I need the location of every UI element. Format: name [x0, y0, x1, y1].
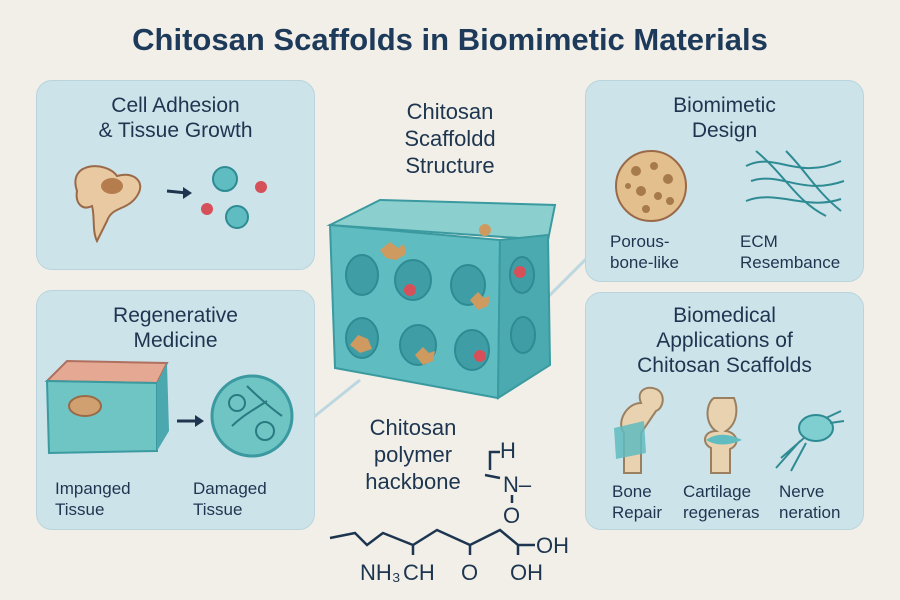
panel-title: Biomimetic Design — [586, 93, 863, 143]
label-line: Repair — [612, 503, 663, 522]
title-line: & Tissue Growth — [98, 119, 253, 142]
title-line: Chitosan Scaffolds — [637, 354, 812, 377]
polymer-backbone-heading: Chitosan polymer hackbone — [348, 414, 478, 495]
chem-n: N– — [503, 472, 532, 497]
label-line: Tissue — [55, 500, 105, 519]
damaged-tissue-label: Damaged Tissue — [193, 478, 267, 520]
heading-line: polymer — [373, 442, 453, 467]
title-line: Biomedical — [673, 304, 776, 327]
heading-line: Scaffoldd — [404, 126, 496, 151]
panel-biomimetic-design: Biomimetic Design Porous- bone-like ECM … — [585, 80, 864, 282]
label-line: bone-like — [610, 253, 679, 272]
label-line: ECM — [740, 232, 778, 251]
panel-regenerative-medicine: Regenerative Medicine Impanged Tissue Da… — [36, 290, 315, 530]
ecm-resemblance-label: ECM Resembance — [740, 231, 840, 273]
chem-o2: O — [461, 560, 478, 585]
chem-h: H — [500, 438, 516, 463]
panel-title: Biomedical Applications of Chitosan Scaf… — [586, 303, 863, 378]
scaffold-structure-heading: Chitosan Scaffoldd Structure — [350, 98, 550, 179]
label-line: Porous- — [610, 232, 670, 251]
title-line: Biomimetic — [673, 94, 776, 117]
label-line: neration — [779, 503, 841, 522]
title-line: Medicine — [133, 329, 218, 352]
chem-oh1: OH — [536, 533, 569, 558]
panel-cell-adhesion: Cell Adhesion & Tissue Growth — [36, 80, 315, 270]
panel-title: Regenerative Medicine — [37, 303, 314, 353]
page-title: Chitosan Scaffolds in Biomimetic Materia… — [132, 22, 768, 57]
impanged-tissue-label: Impanged Tissue — [55, 478, 131, 520]
title-line: Regenerative — [113, 304, 238, 327]
title-line: Cell Adhesion — [111, 94, 240, 117]
heading-line: Chitosan — [406, 99, 494, 124]
heading-line: hackbone — [365, 469, 461, 494]
porous-bone-label: Porous- bone-like — [610, 231, 679, 273]
label-line: Tissue — [193, 500, 243, 519]
tissue-illustration — [44, 359, 294, 458]
label-line: regeneras — [683, 503, 760, 522]
chem-nh3: NH₃ — [360, 560, 401, 585]
label-line: Damaged — [193, 479, 267, 498]
label-line: Bone — [612, 482, 652, 501]
heading-line: Chitosan — [369, 415, 457, 440]
heading-line: Structure — [405, 153, 495, 178]
label-line: Cartilage — [683, 482, 752, 501]
label-line: Resembance — [740, 253, 841, 272]
label-line: Nerve — [779, 482, 825, 501]
bone-repair-label: Bone Repair — [612, 481, 662, 523]
label-line: Impanged — [55, 479, 131, 498]
cell-adhesion-illustration — [74, 165, 267, 244]
chem-ch: CH — [403, 560, 435, 585]
biomimetic-illustration — [615, 150, 845, 222]
applications-illustration — [614, 386, 845, 474]
title-line: Applications of — [656, 329, 793, 352]
chem-o: O — [503, 503, 520, 528]
title-line: Design — [691, 119, 758, 142]
panel-title: Cell Adhesion & Tissue Growth — [37, 93, 314, 143]
cartilage-label: Cartilage regeneras — [683, 481, 760, 523]
panel-biomedical-applications: Biomedical Applications of Chitosan Scaf… — [585, 292, 864, 530]
nerve-label: Nerve neration — [779, 481, 840, 523]
chem-oh2: OH — [510, 560, 543, 585]
